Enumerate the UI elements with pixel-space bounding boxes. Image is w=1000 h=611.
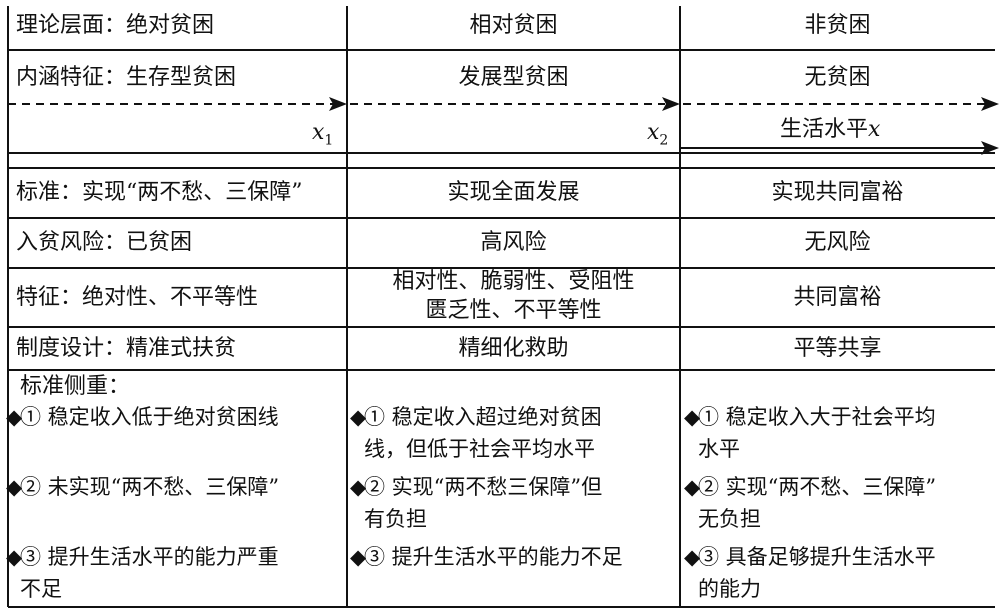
emphasis-col2-item-2-line-1: ◆② 实现“两不愁三保障”但 <box>350 472 602 502</box>
x1-label: x1 <box>312 120 334 149</box>
emphasis-col1-item-3-line-2: 不足 <box>6 574 62 604</box>
emphasis-text: ① 稳定收入超过绝对贫困 <box>364 405 602 429</box>
emphasis-text: ① 稳定收入低于绝对贫困线 <box>20 405 279 429</box>
emphasis-text: 有负担 <box>364 507 427 531</box>
risk-col1: 入贫风险：已贫困 <box>16 230 193 255</box>
emphasis-col3-item-2-line-1: ◆② 实现“两不愁、三保障” <box>684 472 936 502</box>
emphasis-col1-item-2-line-1: ◆② 未实现“两不愁、三保障” <box>6 472 279 502</box>
diamond-bullet-icon: ◆ <box>350 405 367 429</box>
feature-col2-line1: 相对性、脆弱性、受阻性 <box>392 269 635 294</box>
diamond-bullet-icon: ◆ <box>350 475 367 499</box>
standard-col1: 标准：实现“两不愁、三保障” <box>16 180 303 205</box>
emphasis-text: ② 未实现“两不愁、三保障” <box>20 475 280 499</box>
emphasis-text: ③ 提升生活水平的能力严重 <box>20 545 279 569</box>
standard-col2: 实现全面发展 <box>447 180 580 205</box>
institution-col2: 精细化救助 <box>458 336 569 361</box>
diamond-bullet-icon: ◆ <box>6 475 23 499</box>
connotation-col2: 发展型贫困 <box>458 65 569 90</box>
risk-col2: 高风险 <box>480 230 547 255</box>
feature-col2-line2: 匮乏性、不平等性 <box>425 298 602 323</box>
arrowhead-x1 <box>329 97 347 111</box>
emphasis-col3-item-3-line-1: ◆③ 具备足够提升生活水平 <box>684 542 936 572</box>
arrowhead-x2 <box>662 97 680 111</box>
diamond-bullet-icon: ◆ <box>684 545 701 569</box>
diamond-bullet-icon: ◆ <box>350 545 367 569</box>
emphasis-text: 不足 <box>20 577 62 601</box>
standard-col3: 实现共同富裕 <box>771 180 904 205</box>
living-level-label: 生活水平x <box>780 117 881 142</box>
connotation-col1: 内涵特征：生存型贫困 <box>16 65 237 90</box>
emphasis-text: 无负担 <box>698 507 761 531</box>
emphasis-col3-item-1-line-2: 水平 <box>684 434 740 464</box>
emphasis-heading: 标准侧重： <box>20 374 131 399</box>
emphasis-text: 水平 <box>698 437 740 461</box>
arrowhead-end-dashed <box>981 97 999 111</box>
emphasis-text: ③ 具备足够提升生活水平 <box>698 545 936 569</box>
feature-col1: 特征：绝对性、不平等性 <box>16 285 259 310</box>
emphasis-text: ② 实现“两不愁、三保障” <box>698 475 937 499</box>
emphasis-col1-item-1-line-1: ◆① 稳定收入低于绝对贫困线 <box>6 402 279 432</box>
connotation-col3: 无贫困 <box>804 65 871 90</box>
emphasis-col3-item-3-line-2: 的能力 <box>684 574 761 604</box>
emphasis-text: ③ 提升生活水平的能力不足 <box>364 545 623 569</box>
institution-col3: 平等共享 <box>793 336 882 361</box>
emphasis-text: 的能力 <box>698 577 761 601</box>
emphasis-text: ② 实现“两不愁三保障”但 <box>364 475 603 499</box>
x2-label: x2 <box>647 120 669 149</box>
risk-col3: 无风险 <box>804 230 871 255</box>
feature-col3: 共同富裕 <box>793 285 882 310</box>
emphasis-col3-item-2-line-2: 无负担 <box>684 504 761 534</box>
diamond-bullet-icon: ◆ <box>684 475 701 499</box>
arrowhead-axis <box>981 141 999 155</box>
diamond-bullet-icon: ◆ <box>6 405 23 429</box>
diamond-bullet-icon: ◆ <box>6 545 23 569</box>
emphasis-col1-item-3-line-1: ◆③ 提升生活水平的能力严重 <box>6 542 279 572</box>
theory-col2: 相对贫困 <box>469 13 558 38</box>
diamond-bullet-icon: ◆ <box>684 405 701 429</box>
theory-col1: 理论层面：绝对贫困 <box>16 13 215 38</box>
emphasis-col3-item-1-line-1: ◆① 稳定收入大于社会平均 <box>684 402 936 432</box>
emphasis-col2-item-1-line-2: 线，但低于社会平均水平 <box>350 434 595 464</box>
emphasis-col2-item-1-line-1: ◆① 稳定收入超过绝对贫困 <box>350 402 602 432</box>
emphasis-col2-item-3-line-1: ◆③ 提升生活水平的能力不足 <box>350 542 623 572</box>
emphasis-col2-item-2-line-2: 有负担 <box>350 504 427 534</box>
emphasis-text: 线，但低于社会平均水平 <box>364 437 595 461</box>
theory-col3: 非贫困 <box>804 13 871 38</box>
emphasis-text: ① 稳定收入大于社会平均 <box>698 405 936 429</box>
institution-col1: 制度设计：精准式扶贫 <box>16 336 237 361</box>
